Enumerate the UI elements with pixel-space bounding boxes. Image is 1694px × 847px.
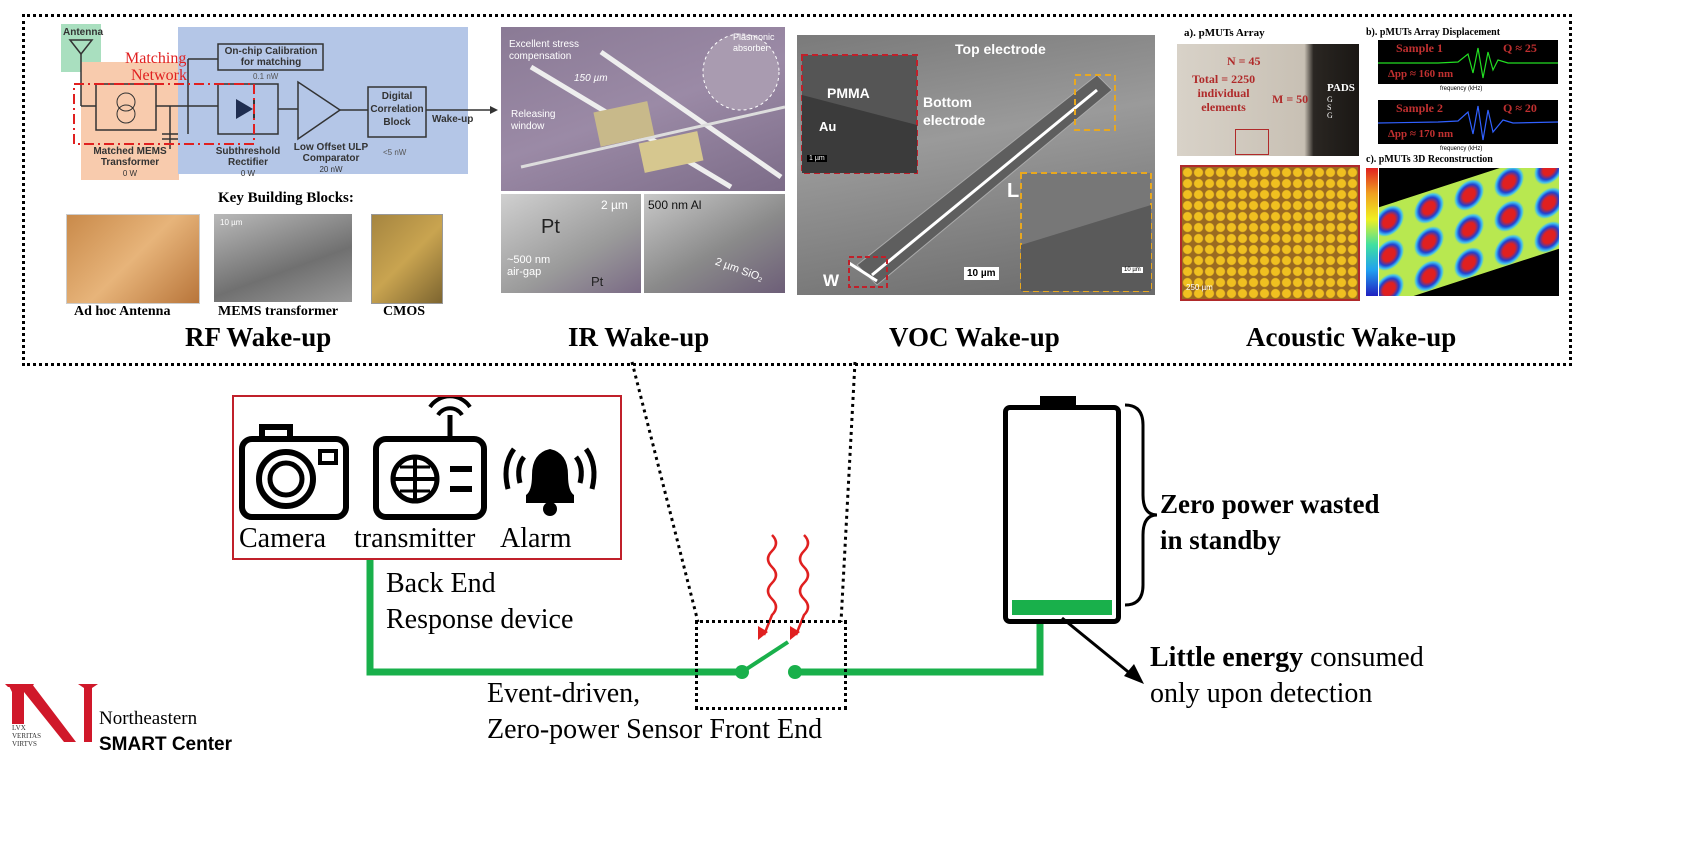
wakeup-output-label: Wake-up [432,114,474,125]
photo-caption-transformer: MEMS transformer [218,304,339,319]
au-label: Au [819,119,837,134]
alarm-bell-icon [503,447,597,516]
photo-caption-cmos: CMOS [383,304,425,319]
thickness-label: 2 µm [601,198,628,212]
main-scale: 10 µm [964,267,999,280]
pt-label-2: Pt [591,274,604,289]
reconstruction-3d [1379,168,1559,296]
colorbar [1366,168,1378,296]
freq-axis-1: frequency (kHz) [1440,86,1483,92]
sample2-plot: Sample 2 Q ≈ 20 Δpp ≈ 170 nm [1378,100,1558,144]
battery-body [1003,405,1121,624]
logo-northeastern: Northeastern [99,708,198,729]
key-blocks-heading: Key Building Blocks: [218,190,354,206]
pmut-zoom-photo: 250 µm [1180,165,1360,301]
calibration-power: 0.1 nW [253,72,279,81]
length-label: L [1007,180,1020,202]
ir-al-image: 500 nm Al 2 µm SiO₂ [644,194,785,293]
northeastern-n-logo [5,684,98,742]
backend-box: Camera transmitter Alarm [232,395,622,560]
q1-label: Q ≈ 25 [1503,41,1537,55]
pt-label: Pt [541,216,560,238]
sample1-plot: Sample 1 Q ≈ 25 Δpp ≈ 160 nm [1378,40,1558,84]
d2-label: Δpp ≈ 170 nm [1388,128,1454,140]
transformer-block [81,62,179,180]
camera-label: Camera [239,523,327,554]
inset-scale-2: 10 µm [1122,267,1143,273]
ir-wakeup-title: IR Wake-up [568,322,710,352]
correlation-power: <5 nW [383,148,407,157]
device-icons [239,397,597,520]
width-label: 150 µm [574,73,608,84]
photo-caption-antenna: Ad hoc Antenna [74,304,171,319]
camera-icon [239,424,349,520]
pmut-array-title: a). pMUTs Array [1184,27,1265,39]
mems-transformer-photo [214,214,352,302]
transmitter-label: transmitter [354,523,476,554]
alarm-label: Alarm [500,523,572,554]
freq-axis-2: frequency (kHz) [1440,146,1483,152]
frontend-label: Event-driven,Zero-power Sensor Front End [487,678,823,745]
width-label-voc: W [823,271,840,290]
cmos-photo [371,214,443,304]
voc-wakeup-title: VOC Wake-up [889,322,1060,352]
pads-label: PADS [1327,82,1355,94]
wakeup-panel-frame [22,14,1572,366]
scale-label: 10 µm [220,218,243,227]
inset-scale: 1 µm [807,155,827,162]
rf-wakeup-title: RF Wake-up [185,322,332,352]
top-electrode-label: Top electrode [955,41,1046,57]
n-label: N = 45 [1227,54,1261,68]
antenna-label: Antenna [63,27,103,38]
antenna-photo [66,214,200,304]
sio2-label: 2 µm SiO₂ [713,255,765,285]
rf-schematic-lines [68,39,498,149]
battery-charge-level [1012,600,1112,615]
pmma-label: PMMA [827,85,870,101]
d1-label: Δpp ≈ 160 nm [1388,68,1454,80]
acoustic-wakeup-title: Acoustic Wake-up [1246,322,1457,352]
zoom-region [1235,129,1269,155]
sample2-label: Sample 2 [1396,101,1444,115]
zoom-scale: 250 µm [1186,283,1213,292]
q2-label: Q ≈ 20 [1503,101,1537,115]
al-label: 500 nm Al [648,198,702,212]
transmitter-icon [373,397,487,520]
logo-smart-center: SMART Center [99,734,233,755]
reconstruction-title: c). pMUTs 3D Reconstruction [1366,154,1493,165]
displacement-title: b). pMUTs Array Displacement [1366,27,1501,38]
sample1-label: Sample 1 [1396,41,1444,55]
m-label: M = 50 [1272,92,1309,106]
switch-dotted-box [695,620,847,710]
